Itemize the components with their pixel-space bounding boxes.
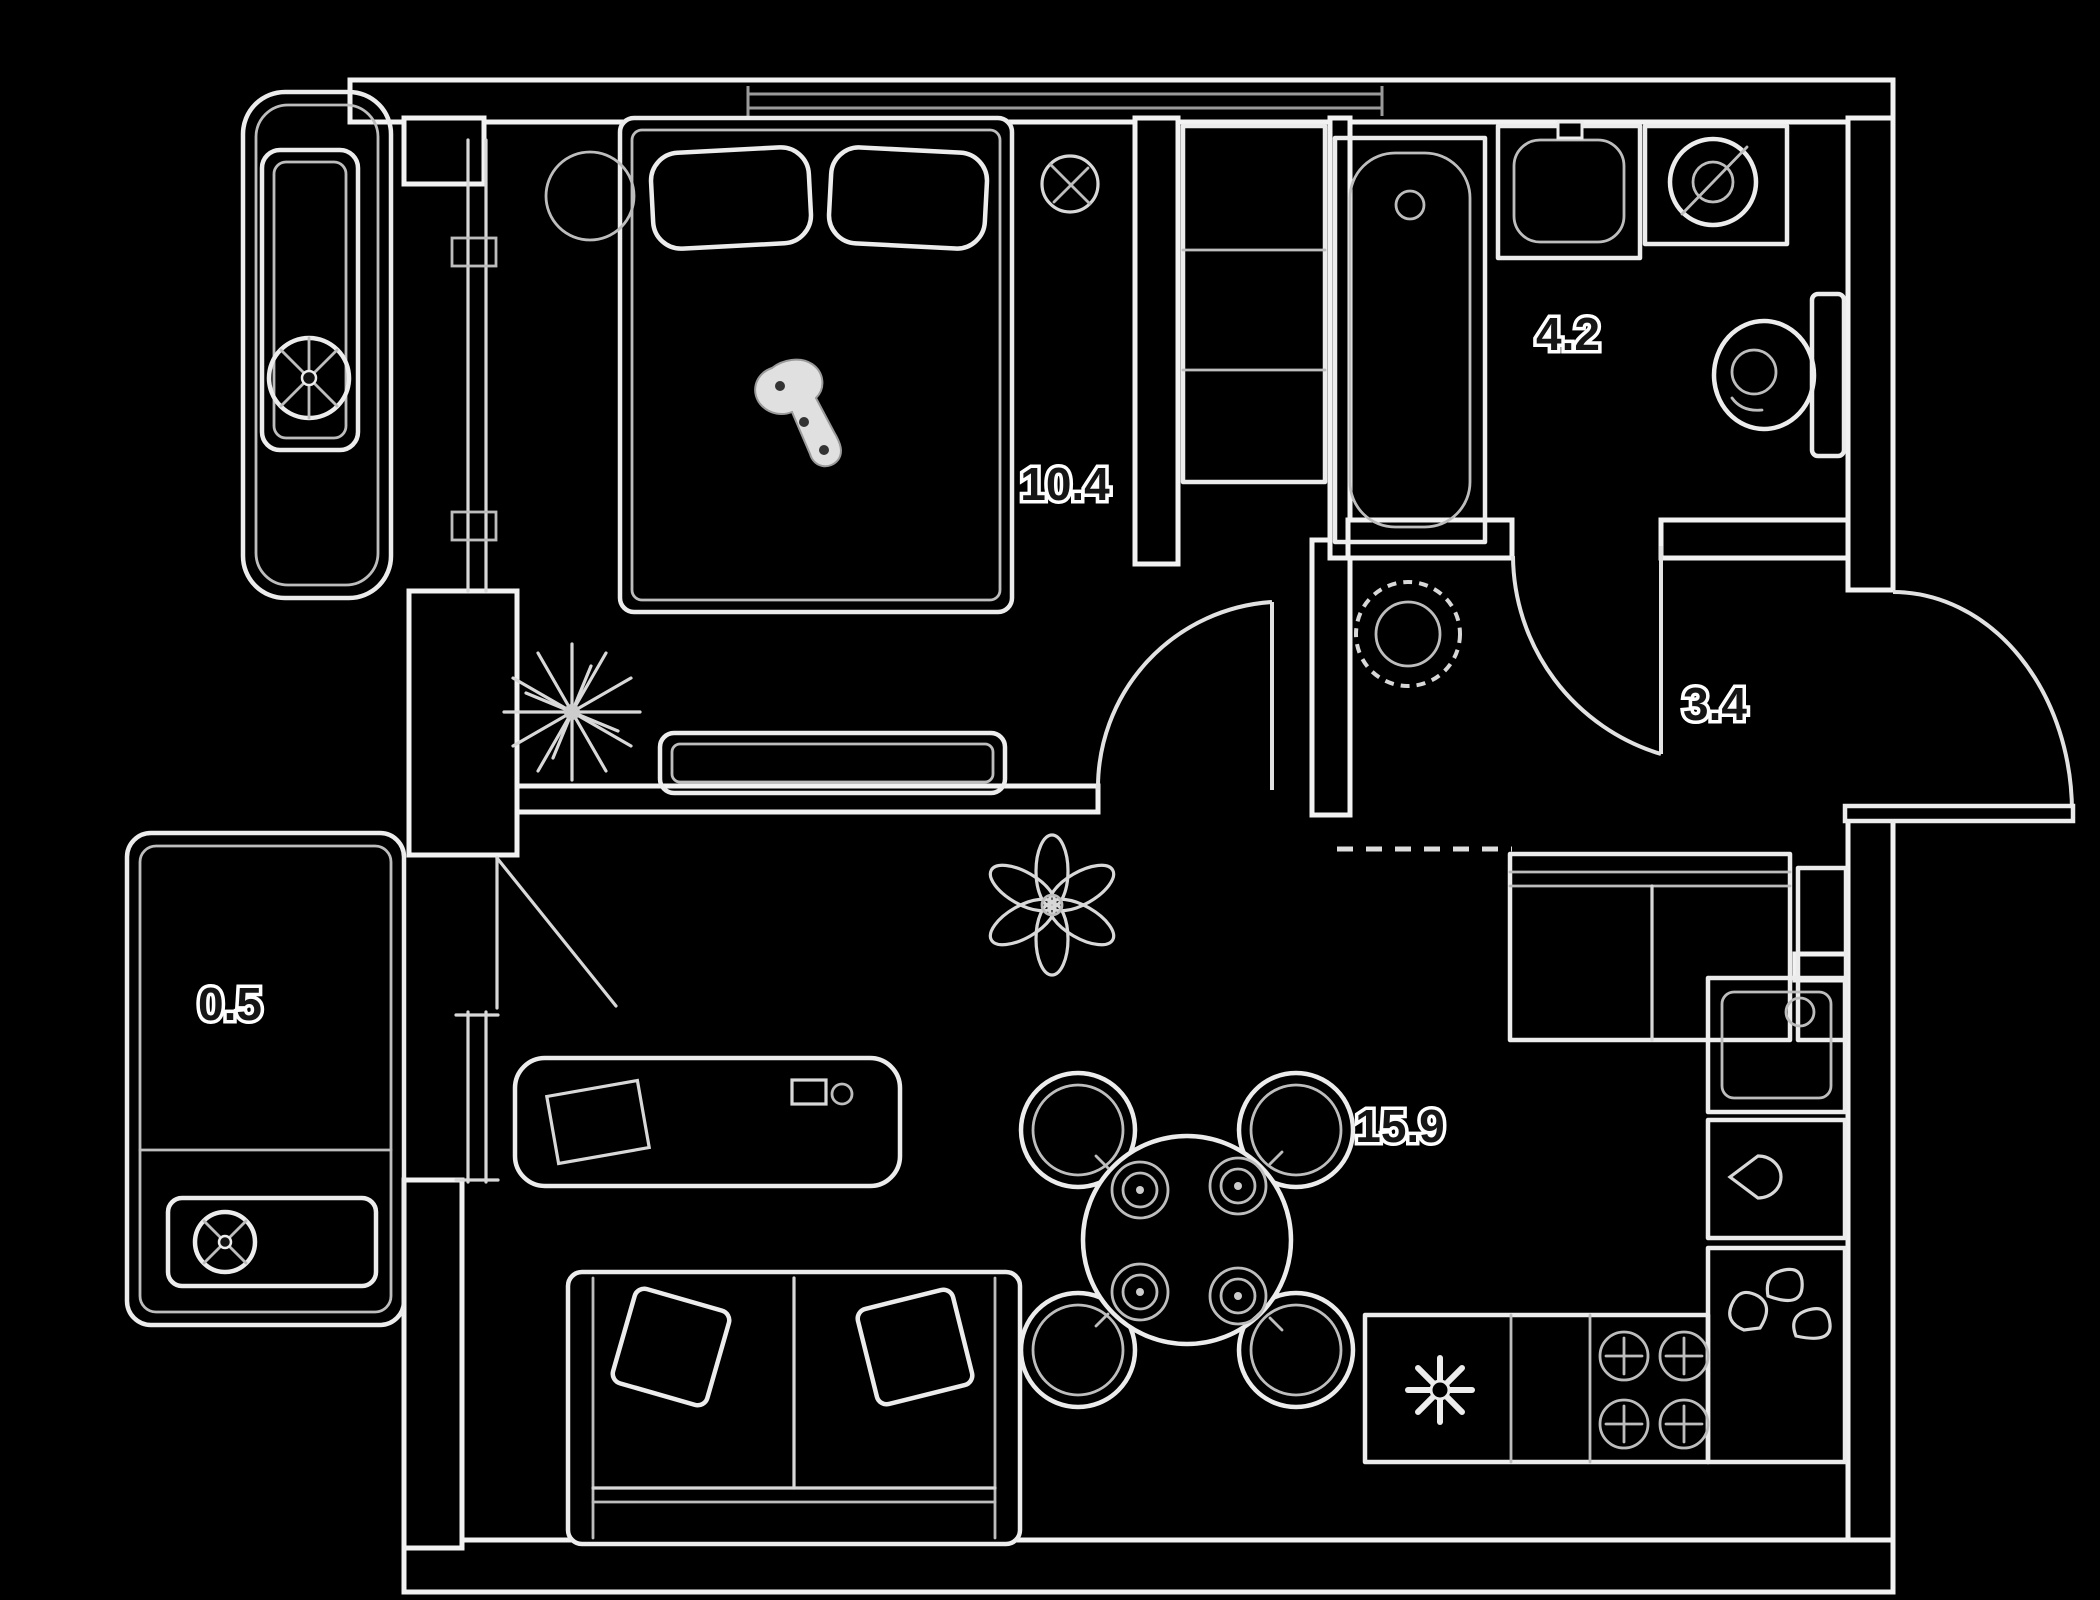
balcony-ac-unit bbox=[165, 1195, 379, 1289]
wall-bottom bbox=[401, 1537, 1896, 1595]
fridge bbox=[1705, 975, 1848, 1115]
wall-right-lower bbox=[1845, 807, 1896, 1595]
living-kitchen: 15.9 bbox=[512, 833, 1848, 1547]
ac-fan-icon bbox=[266, 335, 352, 421]
upper-balcony-frame bbox=[240, 89, 394, 601]
balcony bbox=[124, 830, 407, 1328]
upper-balcony bbox=[240, 89, 394, 601]
balcony-area-label: 0.5 bbox=[198, 978, 262, 1030]
balcony-door bbox=[495, 856, 618, 1010]
kitchen-corner-counter bbox=[1705, 1245, 1848, 1465]
cat-figure bbox=[754, 358, 842, 468]
bedroom-door bbox=[1095, 600, 1274, 791]
kitchen-bottom-counter bbox=[1362, 1312, 1711, 1465]
pillow-right bbox=[826, 145, 990, 251]
hallway-side-cabinet bbox=[1795, 865, 1849, 1043]
stove-icon bbox=[1598, 1330, 1710, 1450]
kitchen-counter-kettle bbox=[1705, 1117, 1848, 1241]
wall-bathroom-south-right bbox=[1658, 517, 1851, 561]
bathroom-sink bbox=[1495, 120, 1643, 261]
living-flower bbox=[988, 833, 1116, 977]
washing-machine-icon bbox=[1642, 123, 1790, 247]
radiator bbox=[259, 147, 361, 453]
wall-bedroom-east bbox=[1132, 115, 1181, 567]
hallway-wardrobe bbox=[1507, 851, 1793, 1043]
wall-top bbox=[347, 77, 1896, 125]
window-bedroom-north bbox=[746, 86, 1384, 116]
bedroom-dresser bbox=[657, 730, 1008, 796]
coffee-table bbox=[512, 1055, 903, 1189]
place-settings bbox=[1094, 1150, 1284, 1332]
window-bedroom-west bbox=[450, 138, 498, 593]
sofa-pillow-right bbox=[855, 1287, 975, 1407]
kitchen-sink-icon bbox=[1405, 1355, 1475, 1425]
wall-west-pier bbox=[406, 588, 520, 858]
window-living-west bbox=[454, 1010, 500, 1184]
sofa-pillow-left bbox=[610, 1286, 732, 1408]
hallway-area-label: 3.4 bbox=[1683, 678, 1747, 730]
bedroom-plant bbox=[502, 642, 642, 782]
wall-bedroom-south bbox=[514, 783, 1101, 815]
entrance-door-leaf bbox=[1842, 803, 2076, 824]
living-area-label: 15.9 bbox=[1355, 1100, 1445, 1152]
vent-fan-icon bbox=[1040, 154, 1100, 214]
sofa bbox=[565, 1269, 1023, 1547]
entrance-door bbox=[1842, 590, 2076, 824]
kitchen-column bbox=[1705, 975, 1848, 1465]
toilet bbox=[1711, 291, 1847, 459]
doors bbox=[495, 546, 2076, 1010]
bedroom-area-label: 10.4 bbox=[1020, 458, 1110, 510]
pillow-left bbox=[648, 145, 814, 251]
dining-chairs bbox=[1018, 1070, 1356, 1410]
wall-right-upper bbox=[1845, 115, 1896, 593]
ac-fan-icon-2 bbox=[192, 1209, 258, 1275]
bathtub bbox=[1332, 135, 1488, 545]
walls bbox=[347, 77, 1896, 1595]
bathroom-area-label: 4.2 bbox=[1536, 308, 1600, 360]
leaf-decor-icon bbox=[1728, 1267, 1832, 1340]
windows bbox=[450, 86, 1384, 1184]
wall-top-left-block bbox=[401, 115, 487, 187]
hallway: 3.4 bbox=[1354, 580, 1849, 1043]
bed bbox=[617, 115, 1015, 615]
round-mirror-icon bbox=[1354, 580, 1462, 688]
dining-set bbox=[1018, 1070, 1356, 1410]
bathroom-door bbox=[1511, 546, 1663, 756]
bathroom: 4.2 bbox=[1332, 120, 1847, 545]
wall-niche-east bbox=[1309, 537, 1353, 818]
ceiling-light-icon bbox=[544, 150, 636, 242]
balcony-frame bbox=[124, 830, 407, 1328]
wall-west-lower bbox=[401, 1177, 465, 1551]
bedroom: 10.4 bbox=[502, 115, 1328, 796]
bedroom-closet bbox=[1180, 123, 1328, 485]
